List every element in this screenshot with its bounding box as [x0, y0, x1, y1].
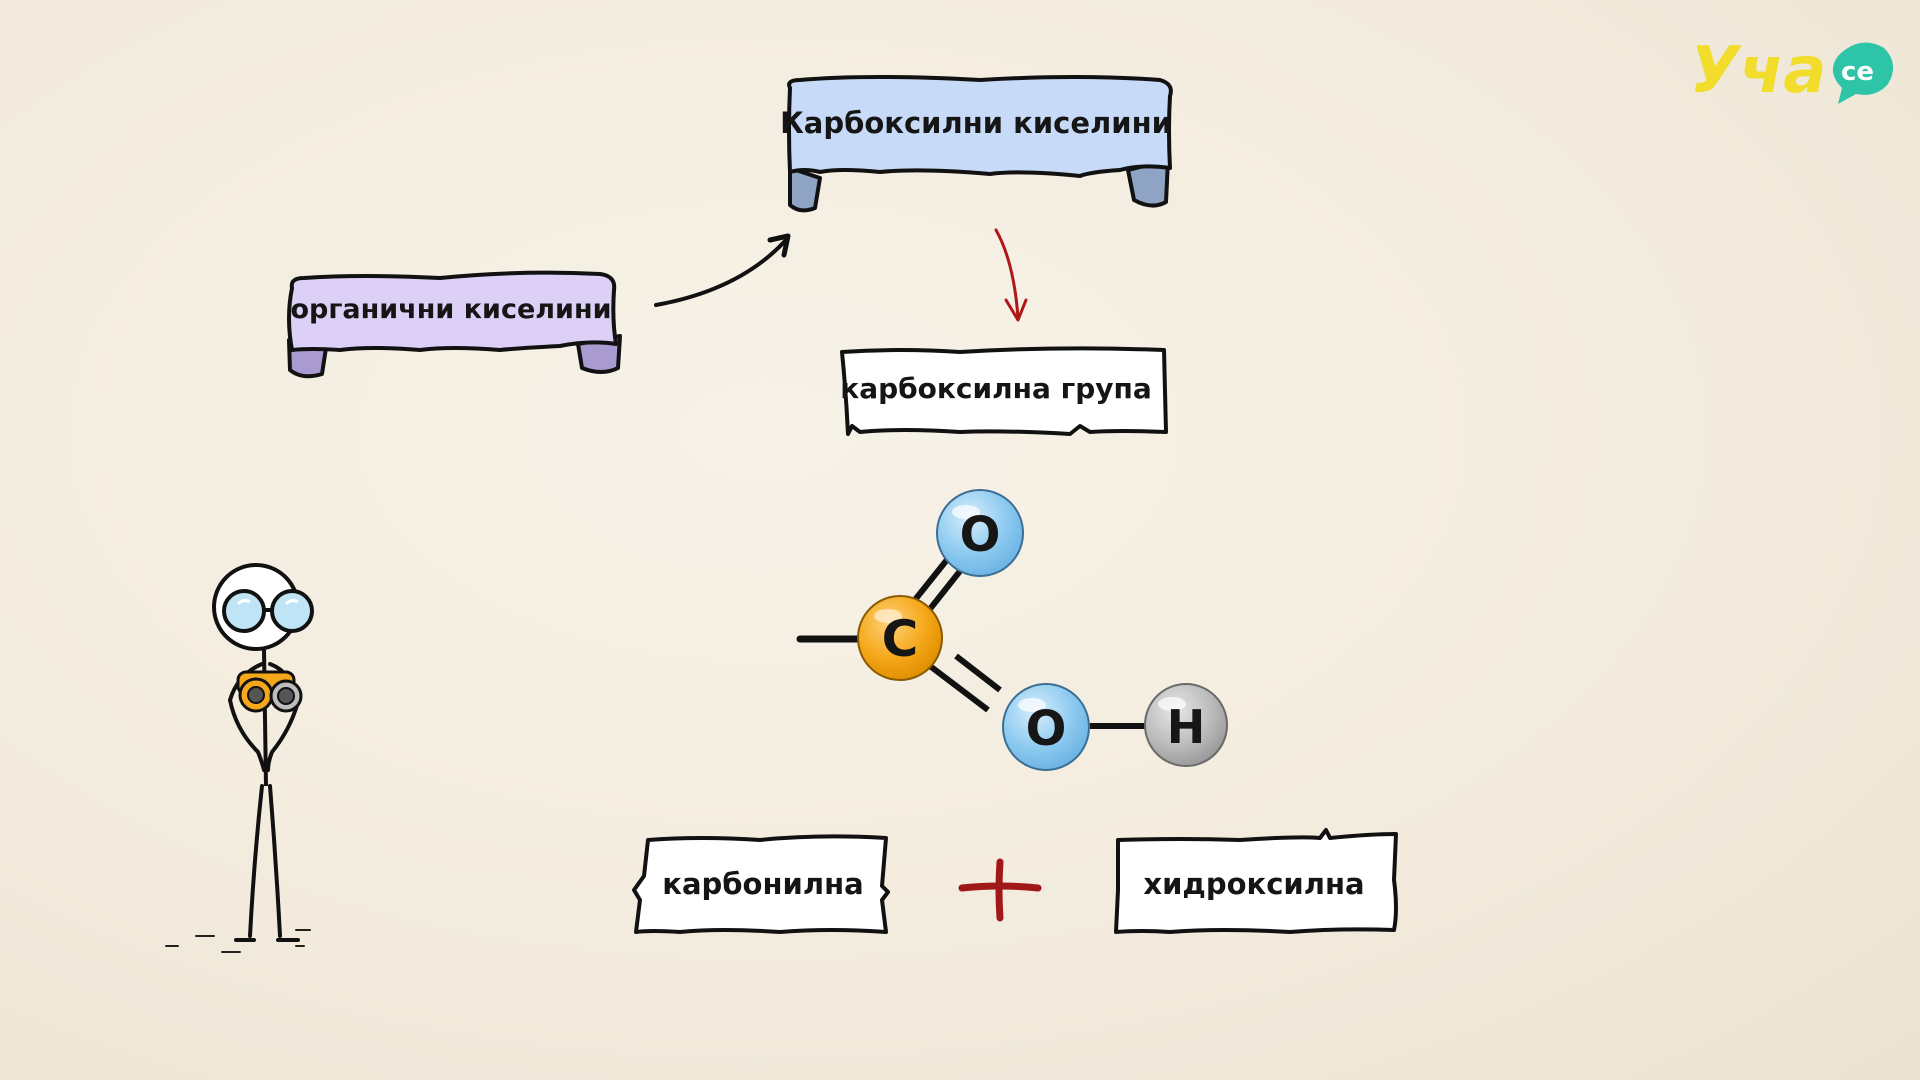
atom-label: О: [960, 507, 1001, 563]
atom-oxygen-hydroxyl: О: [1002, 683, 1090, 771]
main-title-banner: Карбоксилни киселини: [780, 75, 1173, 213]
red-arrow-head: [1004, 298, 1028, 322]
curved-arrow-icon: [654, 233, 791, 307]
bond-c-o-single-a: [928, 663, 990, 713]
character-right-leg: [268, 784, 282, 938]
carboxyl-molecule: О С О Н: [796, 489, 1228, 771]
carbonyl-box: карбонилна: [632, 834, 890, 934]
hydroxyl-box-outline: [1114, 828, 1398, 934]
bond-c-o-double-a: [907, 554, 953, 608]
stick-figure-character: [165, 563, 314, 953]
bond-c-o-double-b: [923, 564, 967, 616]
secondary-banner: органични киселини: [287, 270, 622, 379]
purple-banner-body: [287, 270, 618, 352]
hydroxyl-box-text: хидроксилна: [1143, 867, 1364, 901]
binoculars-icon: [236, 670, 303, 713]
plus-vertical: [995, 858, 1004, 922]
secondary-title-text: органични киселини: [290, 294, 611, 325]
glasses-icon: [222, 589, 314, 633]
red-curved-arrow-icon: [994, 228, 1028, 322]
logo-speech-bubble-icon: [1832, 42, 1894, 104]
group-box-text: карбоксилна група: [840, 372, 1152, 405]
atom-label: О: [1026, 701, 1067, 757]
character-left-leg: [248, 784, 264, 938]
carboxyl-group-box: карбоксилна група: [840, 346, 1168, 436]
logo-suffix-text: се: [1841, 57, 1874, 87]
brand-logo: Уча се: [1690, 34, 1894, 108]
atom-hydrogen: Н: [1144, 683, 1228, 767]
arrow-shaft: [654, 238, 788, 307]
banner-body: [787, 75, 1173, 178]
red-arrow-shaft: [994, 228, 1020, 320]
atom-label: С: [882, 610, 919, 668]
ground-marks: [165, 929, 311, 953]
atom-label: Н: [1167, 700, 1206, 754]
main-title-text: Карбоксилни киселини: [780, 106, 1172, 140]
group-box-outline: [840, 346, 1168, 436]
atom-carbon: С: [857, 595, 943, 681]
banner-left-curl: [788, 166, 822, 213]
bond-c-o-single-b: [954, 653, 1002, 693]
hydroxyl-box: хидроксилна: [1114, 828, 1398, 934]
banner-right-curl: [1126, 158, 1170, 208]
carbonyl-box-outline: [632, 834, 890, 934]
carbonyl-box-text: карбонилна: [662, 867, 863, 901]
arrow-head: [767, 233, 791, 258]
logo-main-text: Уча: [1690, 34, 1826, 108]
atom-oxygen-top: О: [936, 489, 1024, 577]
plus-sign: [958, 858, 1042, 922]
